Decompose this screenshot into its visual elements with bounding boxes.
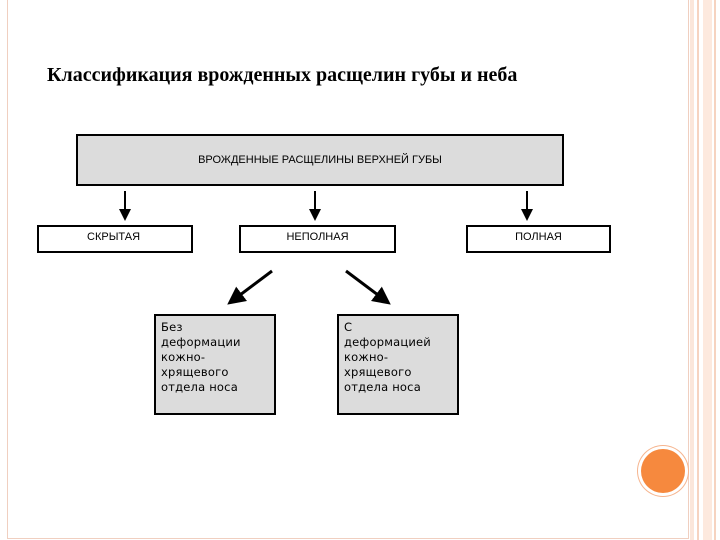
type-node-label: ПОЛНАЯ — [515, 231, 562, 243]
type-node-complete: ПОЛНАЯ — [466, 225, 611, 253]
subtype-node-without-deformation: Без деформации кожно- хрящевого отдела н… — [154, 314, 276, 415]
type-node-hidden: СКРЫТАЯ — [37, 225, 193, 253]
type-node-label: СКРЫТАЯ — [87, 231, 141, 243]
subtype-node-with-deformation: С деформацией кожно- хрящевого отдела но… — [337, 314, 459, 415]
type-node-incomplete: НЕПОЛНАЯ — [239, 225, 396, 253]
slide-title: Классификация врожденных расщелин губы и… — [47, 64, 518, 86]
type-node-label: НЕПОЛНАЯ — [286, 231, 349, 243]
root-node-congenital-clefts: ВРОЖДЕННЫЕ РАСЩЕЛИНЫ ВЕРХНЕЙ ГУБЫ — [76, 134, 564, 186]
root-node-label: ВРОЖДЕННЫЕ РАСЩЕЛИНЫ ВЕРХНЕЙ ГУБЫ — [198, 154, 442, 166]
decorative-stripe — [697, 0, 699, 540]
decorative-stripe — [703, 0, 712, 540]
decorative-circle — [641, 449, 685, 493]
decorative-stripe — [690, 0, 694, 540]
decorative-stripe — [714, 0, 716, 540]
slide-frame — [7, 0, 689, 539]
